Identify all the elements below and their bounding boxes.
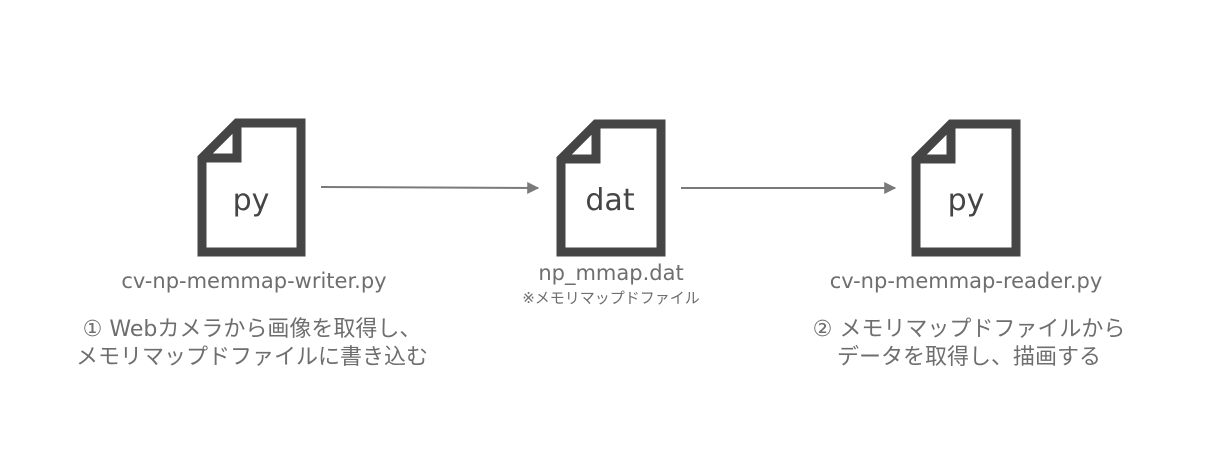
- writer-file-icon: py: [197, 118, 306, 257]
- writer-description-line2: メモリマップドファイルに書き込む: [76, 345, 428, 370]
- data-file-extension: dat: [585, 183, 634, 218]
- reader-description-line1: ② メモリマップドファイルから: [813, 317, 1126, 342]
- writer-description-line1: ① Webカメラから画像を取得し、: [83, 317, 422, 342]
- data-file-note: ※メモリマップドファイル: [522, 289, 700, 307]
- data-filename: np_mmap.dat: [538, 261, 683, 286]
- arrow-writer-to-data: [320, 181, 540, 194]
- reader-file-icon: py: [911, 119, 1021, 257]
- writer-filename: cv-np-memmap-writer.py: [121, 269, 386, 293]
- reader-filename: cv-np-memmap-reader.py: [830, 269, 1103, 293]
- reader-description-line2: データを取得し、描画する: [837, 345, 1101, 370]
- reader-file-extension: py: [948, 183, 985, 218]
- data-file-icon: dat: [556, 119, 666, 257]
- writer-file-extension: py: [233, 183, 270, 218]
